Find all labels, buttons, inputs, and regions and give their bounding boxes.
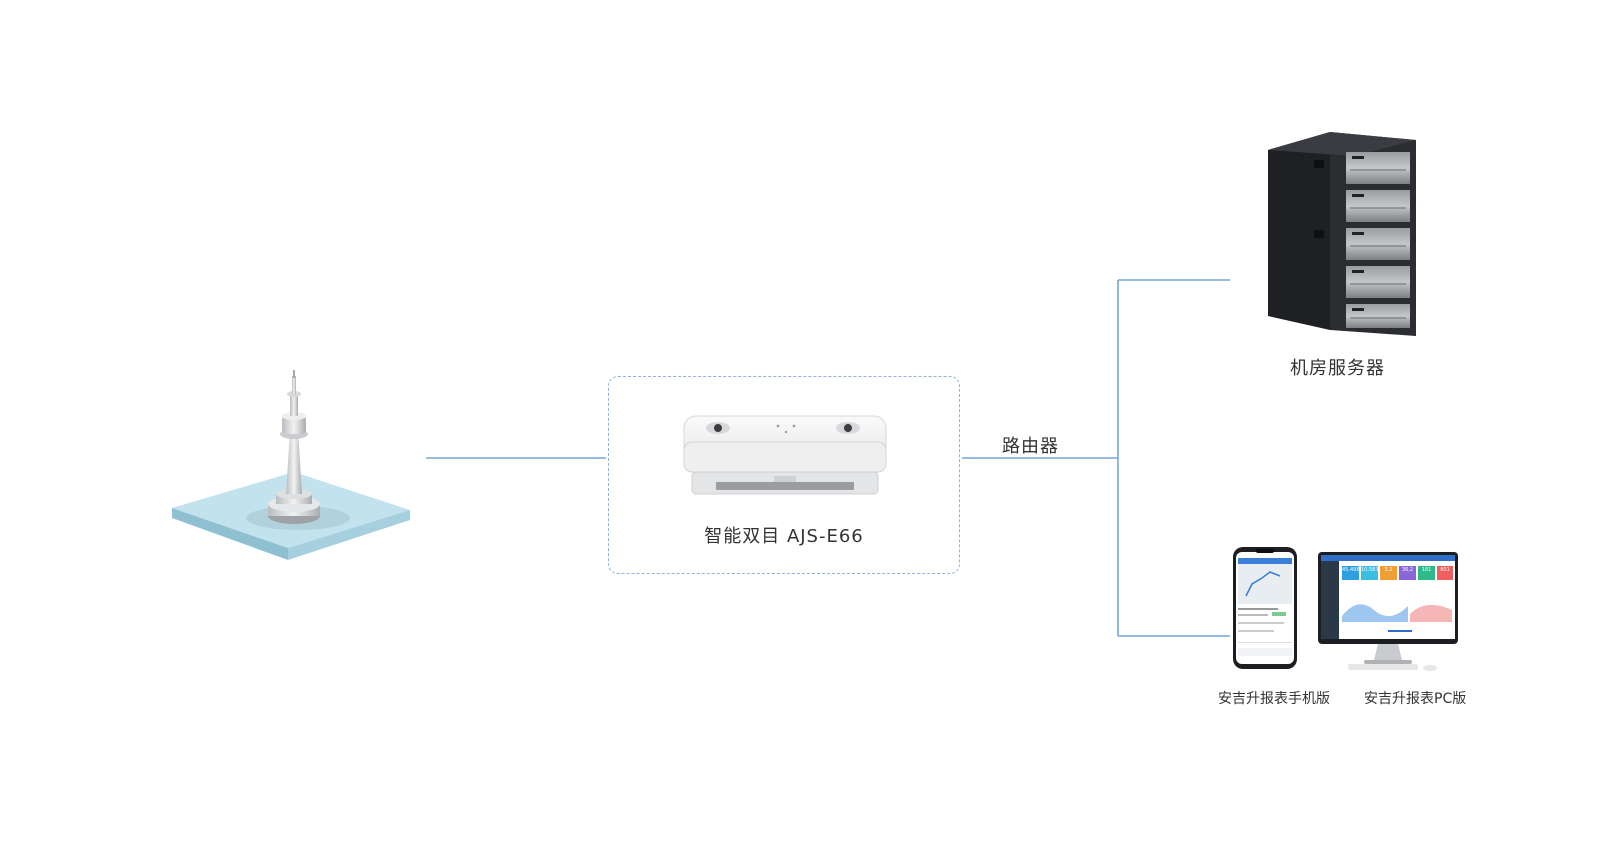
server-label: 机房服务器 xyxy=(1290,358,1385,379)
mobile-label: 安吉升报表手机版 xyxy=(1218,691,1330,707)
pc-monitor-illustration xyxy=(1318,552,1458,671)
dashboard-tiles xyxy=(1342,566,1453,580)
dashboard-tile-4: 36,2 xyxy=(1401,567,1414,573)
device-group-box xyxy=(608,376,960,574)
pc-label: 安吉升报表PC版 xyxy=(1364,691,1467,707)
device-label: 智能双目 AJS-E66 xyxy=(704,526,864,547)
dashboard-tile-2: 10,583 xyxy=(1361,567,1379,573)
dashboard-tile-3: 3,2 xyxy=(1384,567,1393,573)
dashboard-tile-1: 45,498 xyxy=(1342,567,1360,573)
binocular-camera-device xyxy=(683,415,887,495)
dashboard-tile-6: 801 xyxy=(1440,567,1450,573)
dashboard-tile-5: 181 xyxy=(1421,567,1432,573)
server-units xyxy=(1346,152,1410,328)
server-rack-illustration xyxy=(1268,132,1416,336)
mobile-phone-illustration xyxy=(1233,547,1297,669)
router-label: 路由器 xyxy=(1002,436,1059,457)
tower-platform-illustration xyxy=(172,370,410,560)
